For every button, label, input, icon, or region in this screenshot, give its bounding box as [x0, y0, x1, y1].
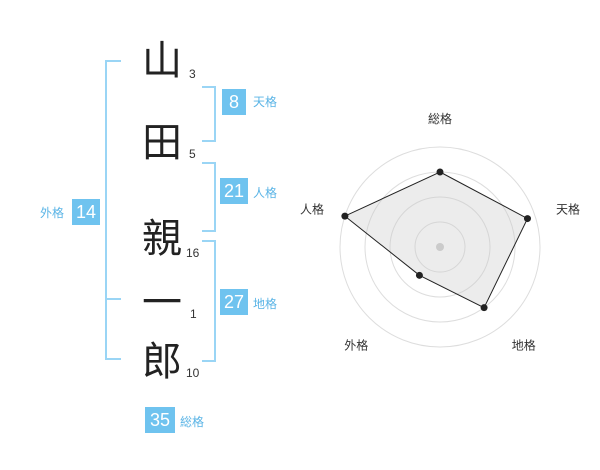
stroke-count-1: 3	[189, 67, 196, 81]
soukaku-value: 35	[145, 407, 175, 433]
tenkaku-value: 8	[222, 89, 246, 115]
jinkaku-label: 人格	[253, 186, 278, 200]
jinkaku-bracket	[202, 162, 216, 232]
radar-center-dot	[436, 243, 444, 251]
outer-bracket-upper	[105, 60, 121, 300]
name-char-1: 山	[142, 38, 182, 84]
stroke-count-5: 10	[186, 366, 200, 380]
radar-axis-label-5: 人格	[300, 201, 324, 216]
stroke-count-4: 1	[190, 307, 197, 321]
radar-data-polygon	[343, 171, 529, 309]
stroke-count-2: 5	[189, 147, 196, 161]
gaikaku-value: 14	[72, 199, 100, 225]
radar-point-3	[480, 304, 488, 312]
name-char-2: 田	[142, 120, 182, 166]
chikaku-value: 27	[220, 289, 248, 315]
radar-point-4	[415, 271, 423, 279]
radar-axis-label-4: 外格	[344, 338, 368, 353]
stroke-count-3: 16	[186, 246, 200, 260]
radar-point-5	[341, 212, 349, 220]
radar-point-1	[436, 168, 444, 176]
radar-axis-label-1: 総格	[428, 111, 452, 126]
jinkaku-value: 21	[220, 178, 248, 204]
name-char-5: 郎	[142, 339, 182, 385]
soukaku-label: 総格	[180, 415, 205, 429]
outer-bracket-lower	[105, 298, 121, 360]
gaikaku-label: 外格	[40, 206, 65, 220]
chikaku-label: 地格	[253, 297, 278, 311]
chikaku-bracket	[202, 240, 216, 362]
name-char-4: 一	[142, 280, 182, 326]
tenkaku-label: 天格	[253, 95, 278, 109]
name-char-3: 親	[142, 216, 182, 262]
radar-axis-label-3: 地格	[512, 338, 536, 353]
radar-point-2	[523, 215, 531, 223]
tenkaku-bracket	[202, 86, 216, 142]
radar-axis-label-2: 天格	[556, 201, 580, 216]
